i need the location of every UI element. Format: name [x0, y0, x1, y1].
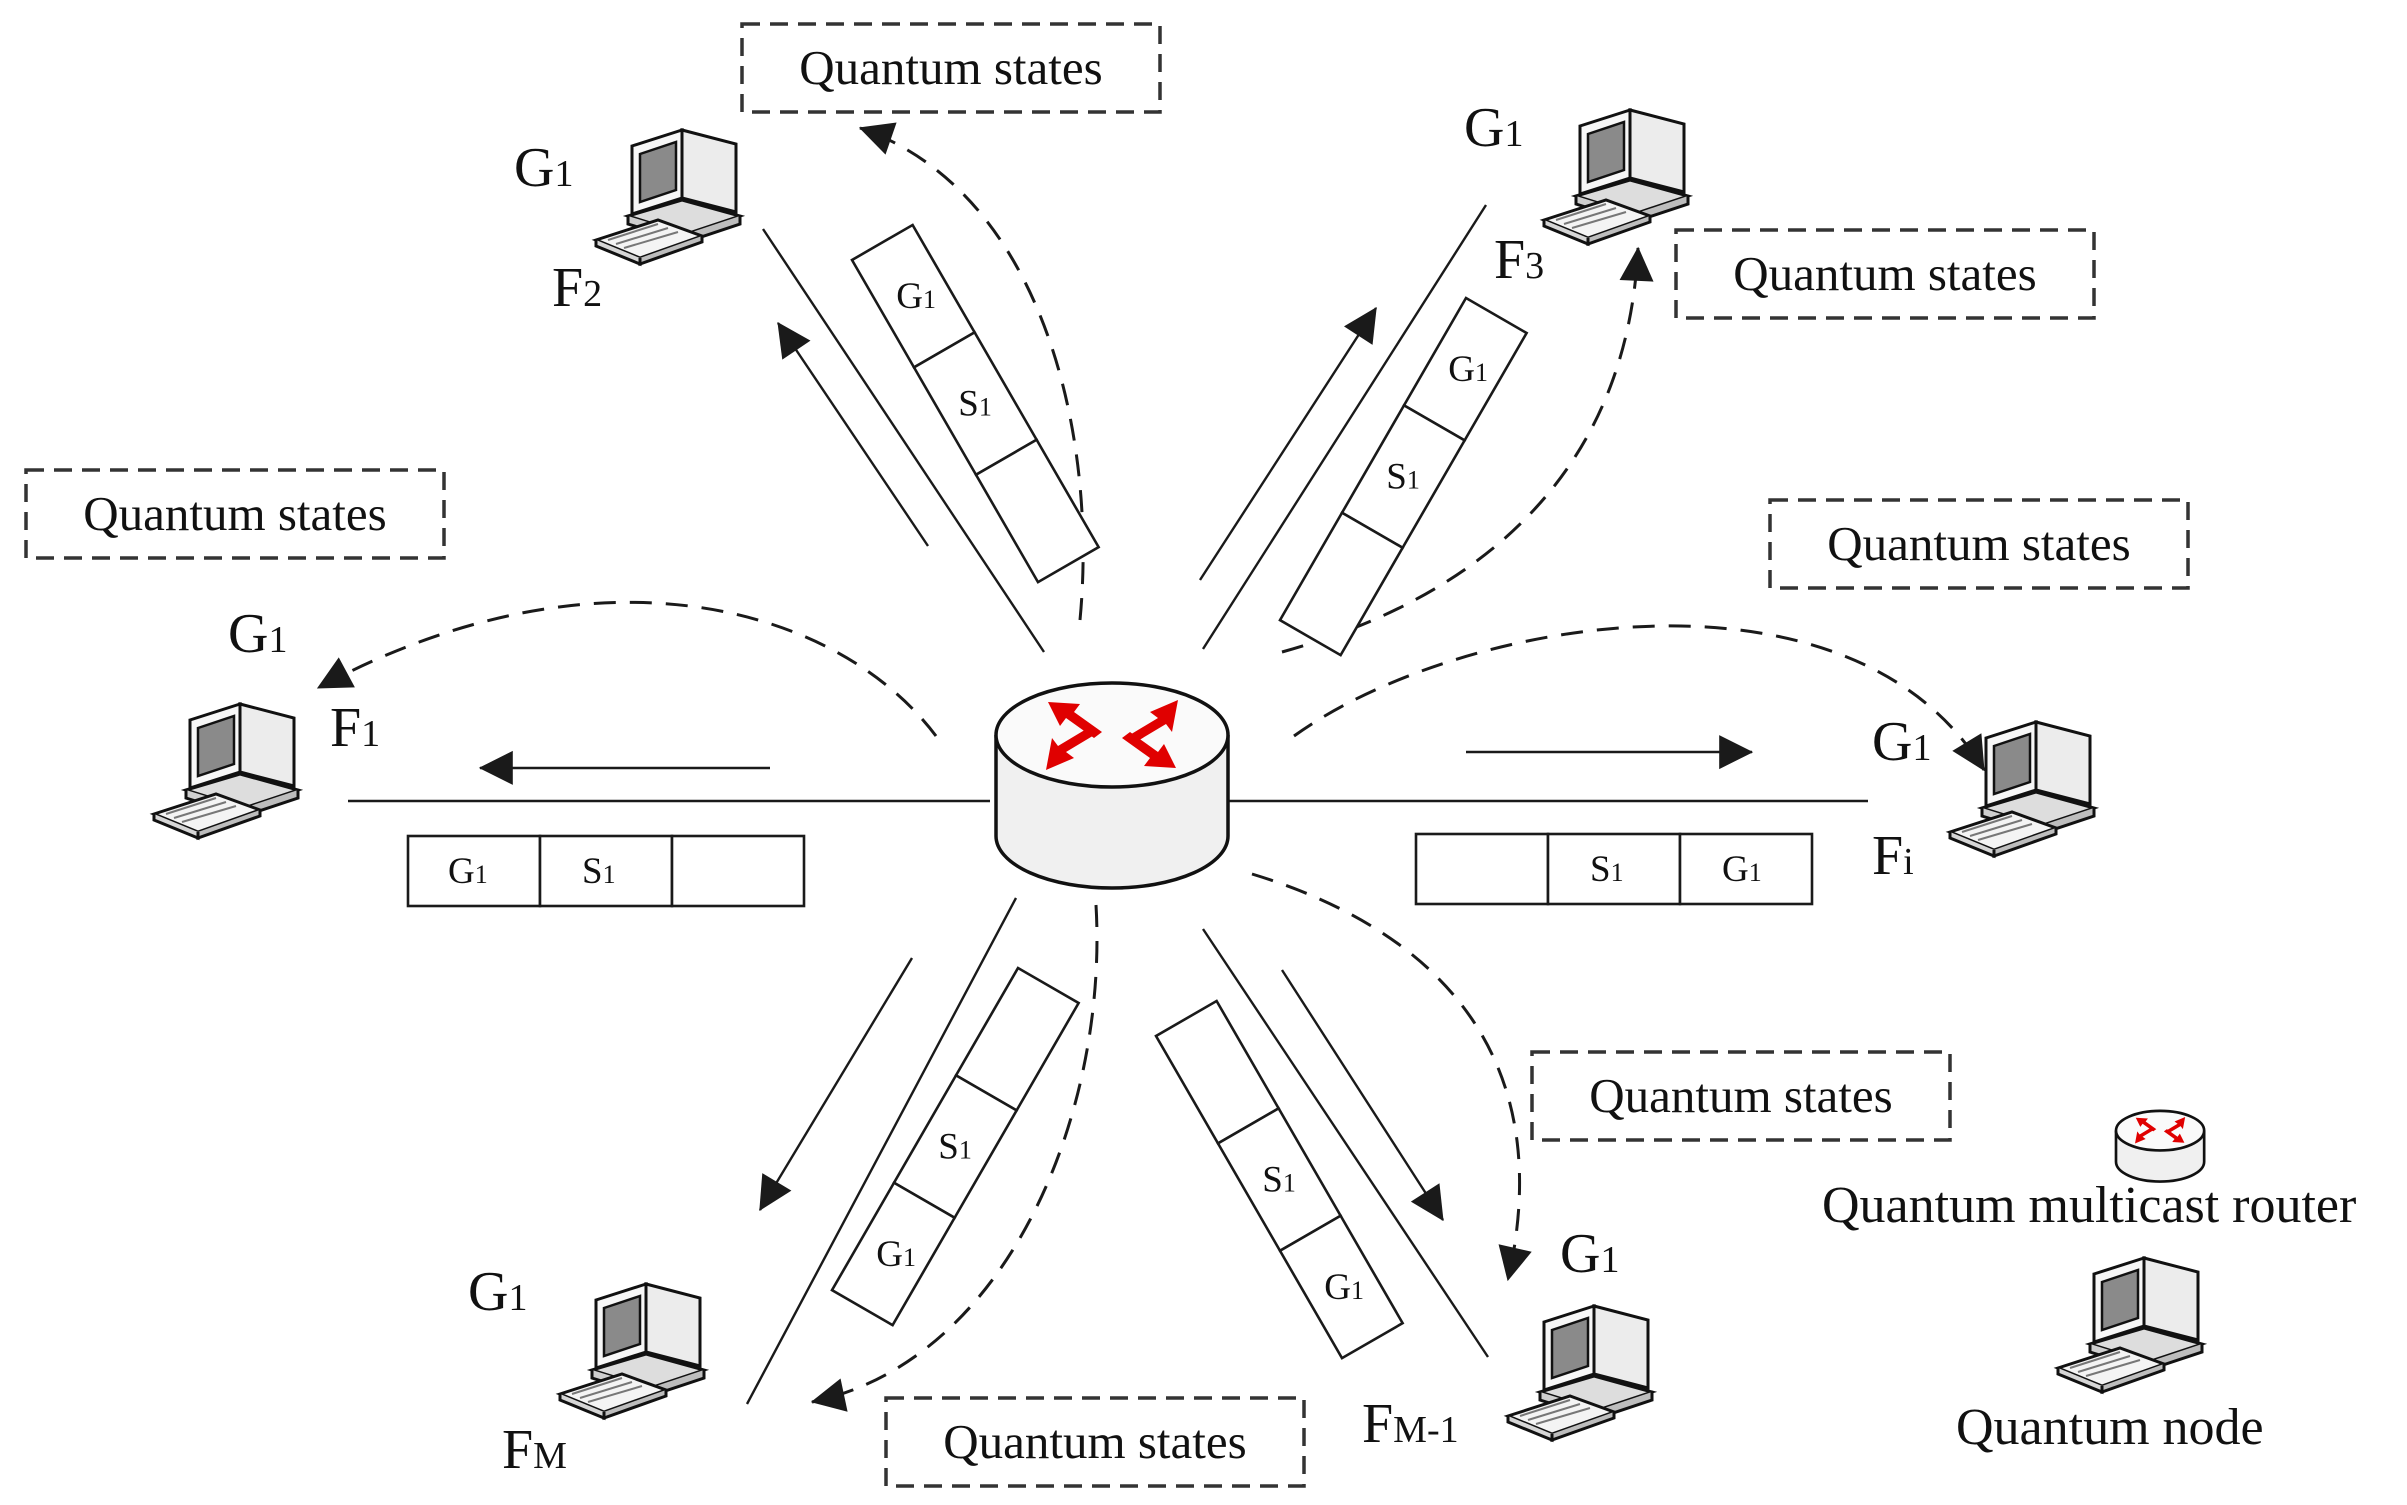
legend-node-label: Quantum node [1956, 1399, 2264, 1456]
group-label-f2: G1 [514, 137, 573, 199]
legend: Quantum multicast router Quantum node [1822, 1109, 2356, 1456]
node-label-fi: Fi [1872, 825, 1914, 887]
links [348, 204, 1868, 1405]
packet-right: S1 G1 [1414, 832, 1814, 906]
packet-cell-source: S1 [938, 1127, 972, 1168]
computer-icon-f2 [594, 128, 742, 266]
packet-cell-source: S1 [958, 384, 992, 425]
packet-cell-group: G1 [896, 276, 936, 317]
packet-lower-left: S1 G1 [830, 966, 1081, 1327]
computer-icon-f3 [1542, 108, 1690, 246]
legend-router-label: Quantum multicast router [1822, 1177, 2356, 1234]
packet-cell-group: G1 [1324, 1267, 1364, 1308]
computer-icon-fm [558, 1282, 706, 1420]
node-label-f2: F2 [552, 257, 602, 319]
group-label-fm1: G1 [1560, 1223, 1619, 1285]
svg-text:Quantum states: Quantum states [83, 486, 386, 541]
legend-node-icon [2056, 1256, 2204, 1394]
svg-text:Quantum states: Quantum states [943, 1414, 1246, 1469]
packet-cell-group: G1 [876, 1234, 916, 1275]
svg-text:Quantum states: Quantum states [1589, 1068, 1892, 1123]
legend-router-icon [2114, 1109, 2206, 1183]
packet-cell-group: G1 [1448, 349, 1488, 390]
packet-cell-source: S1 [1590, 849, 1624, 890]
group-label-f1: G1 [228, 603, 287, 665]
quantum-box-right: Quantum states [1768, 498, 2190, 590]
group-label-f3: G1 [1464, 97, 1523, 159]
svg-text:Quantum states: Quantum states [1827, 516, 2130, 571]
packet-upper-left: G1 S1 [850, 223, 1101, 584]
quantum-box-bottom: Quantum states [884, 1396, 1306, 1488]
packet-cell-source: S1 [1262, 1160, 1296, 1201]
group-label-fm: G1 [468, 1261, 527, 1323]
node-label-fm1: FM-1 [1362, 1393, 1459, 1455]
quantum-box-upper-right: Quantum states [1674, 228, 2096, 320]
router-icon [994, 681, 1230, 890]
computer-icon-fm1 [1506, 1304, 1654, 1442]
svg-text:Quantum states: Quantum states [799, 40, 1102, 95]
packet-cell-source: S1 [582, 851, 616, 892]
packet-left: G1 S1 [406, 834, 806, 908]
flow-arrows [478, 307, 1754, 1222]
packet-cell-source: S1 [1386, 457, 1420, 498]
quantum-box-lower-right: Quantum states [1530, 1050, 1952, 1142]
quantum-box-top: Quantum states [740, 22, 1162, 114]
packet-lower-right: S1 G1 [1154, 999, 1405, 1360]
computer-icon-f1 [152, 702, 300, 840]
node-label-fm: FM [502, 1419, 567, 1481]
packet-upper-right: G1 S1 [1278, 296, 1529, 657]
node-label-f1: F1 [330, 697, 380, 759]
packet-cell-group: G1 [1722, 849, 1762, 890]
group-label-fi: G1 [1872, 711, 1931, 773]
quantum-box-left: Quantum states [24, 468, 446, 560]
svg-text:Quantum states: Quantum states [1733, 246, 2036, 301]
computer-icon-fi [1948, 720, 2096, 858]
packet-cell-group: G1 [448, 851, 488, 892]
node-label-f3: F3 [1494, 229, 1544, 291]
